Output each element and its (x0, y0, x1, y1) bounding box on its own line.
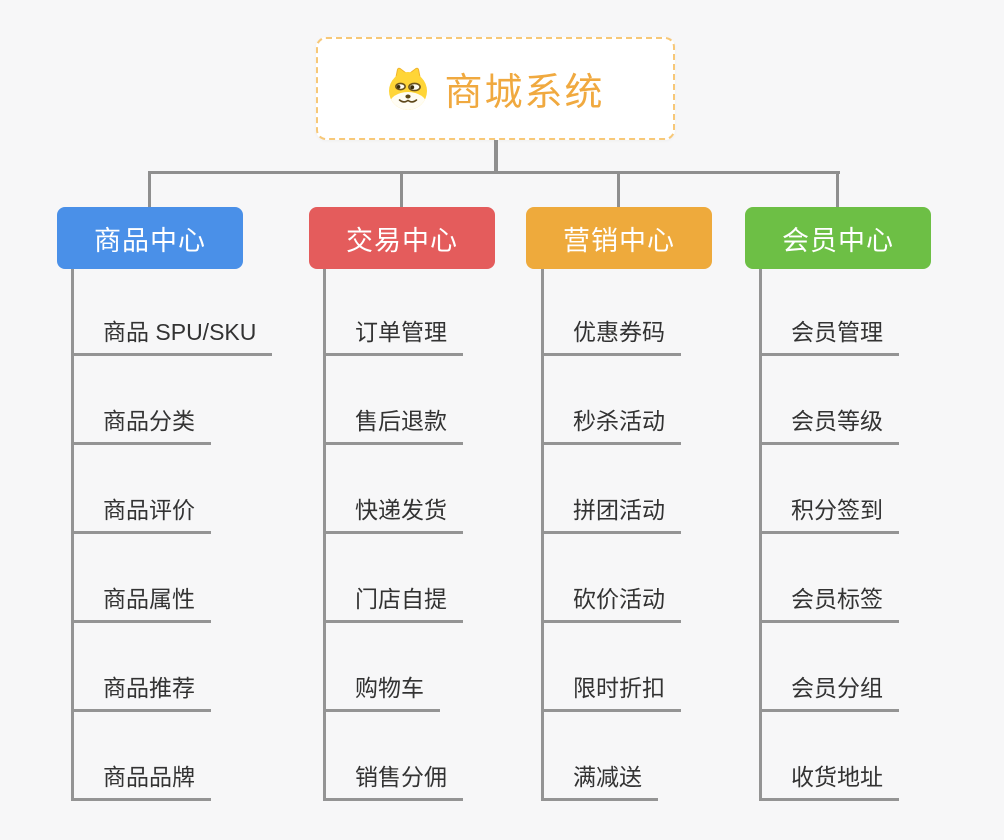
branch-node-product[interactable]: 商品中心 (57, 207, 243, 269)
child-node[interactable]: 会员等级 (759, 406, 899, 445)
child-node[interactable]: 购物车 (323, 673, 440, 712)
dog-face-icon (389, 67, 428, 110)
child-node[interactable]: 会员标签 (759, 584, 899, 623)
branch-children-product: 商品 SPU/SKU 商品分类商品评价商品属性商品推荐商品品牌 (71, 269, 273, 801)
branch-spine (759, 269, 762, 801)
child-node[interactable]: 门店自提 (323, 584, 463, 623)
branch-children-trade: 订单管理售后退款快递发货门店自提购物车销售分佣 (323, 269, 463, 801)
connector-drop (148, 171, 151, 207)
connector-drop (617, 171, 620, 207)
child-node[interactable]: 积分签到 (759, 495, 899, 534)
child-node[interactable]: 会员管理 (759, 317, 899, 356)
child-node[interactable]: 商品属性 (71, 584, 211, 623)
child-node[interactable]: 限时折扣 (541, 673, 681, 712)
child-node[interactable]: 售后退款 (323, 406, 463, 445)
child-node[interactable]: 拼团活动 (541, 495, 681, 534)
branch-spine (541, 269, 544, 801)
child-node[interactable]: 商品评价 (71, 495, 211, 534)
branch-spine (323, 269, 326, 801)
branch-spine (71, 269, 74, 801)
child-node[interactable]: 订单管理 (323, 317, 463, 356)
child-node[interactable]: 会员分组 (759, 673, 899, 712)
branch-node-member[interactable]: 会员中心 (745, 207, 931, 269)
branch-node-marketing[interactable]: 营销中心 (526, 207, 712, 269)
child-node[interactable]: 快递发货 (323, 495, 463, 534)
child-node[interactable]: 收货地址 (759, 762, 899, 801)
child-node[interactable]: 秒杀活动 (541, 406, 681, 445)
child-node[interactable]: 砍价活动 (541, 584, 681, 623)
child-node[interactable]: 优惠券码 (541, 317, 681, 356)
branch-node-trade[interactable]: 交易中心 (309, 207, 495, 269)
branch-children-marketing: 优惠券码秒杀活动拼团活动砍价活动限时折扣满减送 (541, 269, 681, 801)
child-node[interactable]: 商品推荐 (71, 673, 211, 712)
connector-drop (400, 171, 403, 207)
branch-children-member: 会员管理会员等级积分签到会员标签会员分组收货地址 (759, 269, 899, 801)
child-node[interactable]: 满减送 (541, 762, 658, 801)
root-node[interactable]: 商城系统 (316, 37, 675, 140)
child-node[interactable]: 商品 SPU/SKU (71, 317, 273, 356)
child-node[interactable]: 商品品牌 (71, 762, 211, 801)
connector-drop (836, 171, 839, 207)
root-title: 商城系统 (444, 72, 605, 114)
child-node[interactable]: 销售分佣 (323, 762, 463, 801)
connector-rail (148, 171, 840, 174)
child-node[interactable]: 商品分类 (71, 406, 211, 445)
connector-root-stem (494, 140, 498, 173)
